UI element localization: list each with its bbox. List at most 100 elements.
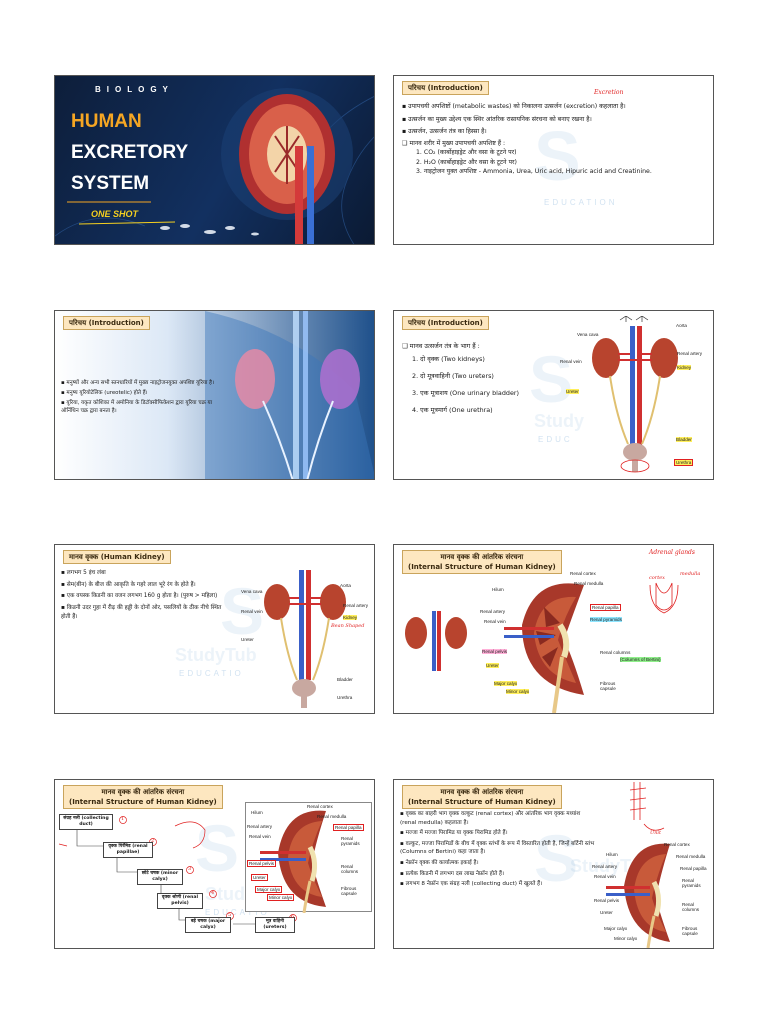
label-renal-cortex: Renal cortex xyxy=(307,804,333,809)
watermark-text: Study xyxy=(534,411,585,431)
label-renal-columns: Renal columns xyxy=(600,650,631,655)
label-renal-vein: Renal vein xyxy=(241,609,263,614)
slide-heading: परिचय (Introduction) xyxy=(402,81,489,95)
label-minor-calyx: Minor calyx xyxy=(614,936,638,941)
slide-heading: मानव वृक्क (Human Kidney) xyxy=(63,550,171,564)
flow-step-renal-papillae: वृक्क पिरॅमिड (renal papillae) xyxy=(103,842,153,858)
step-number: 5 xyxy=(228,912,232,918)
label-ureter: Ureter xyxy=(486,663,499,668)
watermark-text: StudyTub xyxy=(175,645,257,665)
bullet-list: ▪ वृक्क का बाहरी भाग वृक्क वल्कुट (renal… xyxy=(400,810,598,889)
label-renal-vein: Renal vein xyxy=(484,619,506,624)
label-renal-columns: Renal columns xyxy=(341,864,359,874)
label-vena-cava: Vena cava xyxy=(577,332,599,337)
bullet-list: ▪ उपापचयी अपशिष्टों (metabolic wastes) क… xyxy=(402,102,708,177)
label-renal-vein: Renal vein xyxy=(594,874,616,879)
label-renal-artery: Renal artery xyxy=(343,603,369,608)
bullet-list: ▪ मनुष्यों और अन्य सभी स्तनधारियों में म… xyxy=(61,379,216,415)
label-columns-of-bertini: (Columns of Bertini) xyxy=(620,657,661,662)
step-number: 2 xyxy=(151,838,155,844)
cover-subject: BIOLOGY xyxy=(95,85,174,94)
bullet-item: ▪ लगभग 5 इंच लंबा xyxy=(61,570,106,576)
bullet-list: ▪ लगभग 5 इंच लंबा ▪ सेम(बीन) के बीज की आ… xyxy=(61,569,231,623)
label-renal-columns: Renal columns xyxy=(682,902,700,912)
slide-heading: मानव वृक्क की आंतरिक संरचना (Internal St… xyxy=(402,550,562,574)
slide-internal-structure-flow: S StudyTub EDUCATIO मानव वृक्क की आंतरिक… xyxy=(54,779,375,949)
step-number: 1 xyxy=(121,816,125,822)
list-item: 4. एक मूत्रमार्ग (One urethra) xyxy=(412,406,493,414)
bullet-item: ▪ एक वयस्क किडनी का वजन लगभग 160 g होता … xyxy=(61,593,218,599)
step-number: 3 xyxy=(188,866,192,872)
kidney-section-diagram xyxy=(405,582,679,713)
watermark-education: EDUCATIO xyxy=(179,669,244,678)
bullet-item: ▪ उत्सर्जन, उत्सर्जन तंत्र का हिस्सा है। xyxy=(402,128,487,135)
label-renal-pelvis: Renal pelvis xyxy=(594,898,620,903)
parts-list: ❑ मानव उत्सर्जन तंत्र के भाग हैं : 1. दो… xyxy=(402,341,572,419)
flow-step-renal-pelvis: वृक्क श्रोणी (renal pelvis) xyxy=(157,893,203,909)
label-renal-pelvis: Renal pelvis xyxy=(247,860,277,867)
bullet-item: ▪ प्रत्येक किडनी में लगभग दस लाख नेफ्रॉन… xyxy=(400,870,505,877)
label-renal-artery: Renal artery xyxy=(247,824,273,829)
list-item: 3. नाइट्रोजन युक्त अपशिष्ट - Ammonia, Ur… xyxy=(416,168,652,175)
list-item: 2. दो मूत्रवाहिनी (Two ureters) xyxy=(412,372,494,380)
flow-step-major-calyx: बड़े चषक (major calyx) xyxy=(185,917,231,933)
bullet-item: ▪ लगभग 8 नेफ्रॉन एक संग्रह नली (collecti… xyxy=(400,881,543,888)
label-hilum: Hilum xyxy=(251,810,263,815)
cover-title-line1: HUMAN xyxy=(71,111,142,132)
kidney-section-diagram xyxy=(606,843,670,948)
slide-heading: परिचय (Introduction) xyxy=(402,316,489,330)
flow-step-ureters: मूत्र वाहिनी (ureters) xyxy=(255,917,295,933)
watermark-logo: S xyxy=(220,574,265,648)
label-kidney: Kidney xyxy=(343,615,358,620)
bullet-item: ▪ मज्जा में मज्जा पिरामिड या वृक्क पिराम… xyxy=(400,830,508,837)
sub-heading: ❑ मानव शरीर में मुख्य उपापचयी अपशिष्ट है… xyxy=(402,139,506,147)
label-hilum: Hilum xyxy=(606,852,618,857)
step-number: 6 xyxy=(291,914,295,920)
flow-step-collecting-duct: संग्रह नली (collecting duct) xyxy=(59,814,113,830)
label-major-calyx: Major calyx xyxy=(604,926,628,931)
bullet-item: ▪ यूरिया, यकृत कोशिका में अमोनिया के डिट… xyxy=(61,400,213,414)
sub-heading: ❑ मानव उत्सर्जन तंत्र के भाग हैं : xyxy=(402,342,480,350)
flow-step-minor-calyx: छोटे चषक (minor calyx) xyxy=(137,869,183,885)
label-renal-cortex: Renal cortex xyxy=(570,571,596,576)
label-fibrous-capsule: Fibrous capsule xyxy=(341,886,357,896)
label-bladder: Bladder xyxy=(676,437,692,442)
bullet-item: ▪ नेफ्रॉन वृक्क की कार्यात्मक इकाई है। xyxy=(400,859,479,866)
label-major-calyx: Major calyx xyxy=(255,886,283,893)
handwritten-annotation: medulla xyxy=(680,571,701,577)
label-urethra: Urethra xyxy=(337,695,353,700)
label-ureter: Ureter xyxy=(251,874,268,881)
list-item: 1. CO₂ (कार्बोहाइड्रेट और वसा के टूटने प… xyxy=(416,149,517,156)
label-hilum: Hilum xyxy=(492,587,504,592)
label-renal-pyramids: Renal pyramids xyxy=(590,617,622,622)
slide-excretory-parts: S Study EDUC परिचय (Introduction) ❑ मानव… xyxy=(393,310,714,480)
label-renal-medulla: Renal medulla xyxy=(574,581,604,586)
slide-heading: मानव वृक्क की आंतरिक संरचना (Internal St… xyxy=(402,785,562,809)
bullet-item: ▪ किडनी उदर गुहा में रीढ़ की हड्डी के दो… xyxy=(61,604,222,621)
bullet-item: ▪ वृक्क का बाहरी भाग वृक्क वल्कुट (renal… xyxy=(400,811,581,826)
handwritten-annotation: cortex xyxy=(649,575,665,581)
label-renal-artery: Renal artery xyxy=(677,351,703,356)
bullet-item: ▪ उत्सर्जन का मुख्य उद्देश्य एक स्थिर आं… xyxy=(402,115,592,123)
label-renal-cortex: Renal cortex xyxy=(664,842,690,847)
label-renal-vein: Renal vein xyxy=(560,359,582,364)
slide-cover: BIOLOGY HUMAN EXCRETORY SYSTEM ONE SHOT xyxy=(54,75,375,245)
label-ureter: Ureter xyxy=(566,389,579,394)
label-renal-pelvis: Renal pelvis xyxy=(482,649,508,654)
label-vena-cava: Vena cava xyxy=(241,589,263,594)
handwritten-annotation: Excretion xyxy=(594,89,624,96)
label-minor-calyx: Minor calyx xyxy=(506,689,530,694)
bullet-item: ▪ वल्कुट, मज्जा पिरामिडों के बीच में वृक… xyxy=(400,840,595,856)
label-renal-papilla: Renal papilla xyxy=(590,604,621,611)
label-renal-artery: Renal artery xyxy=(480,609,506,614)
label-aorta: Aorta xyxy=(676,323,687,328)
cover-title-line3: SYSTEM xyxy=(71,173,150,194)
cover-background-art xyxy=(55,88,374,244)
kidney-position-diagram xyxy=(264,570,346,708)
watermark-logo: S xyxy=(195,811,240,885)
label-renal-papilla: Renal papilla xyxy=(333,824,364,831)
cover-tag: ONE SHOT xyxy=(91,209,139,219)
bullet-item: ▪ मनुष्यों और अन्य सभी स्तनधारियों में म… xyxy=(61,380,215,386)
label-major-calyx: Major calyx xyxy=(494,681,518,686)
handwritten-annotation: Adrenal glands xyxy=(649,549,695,556)
